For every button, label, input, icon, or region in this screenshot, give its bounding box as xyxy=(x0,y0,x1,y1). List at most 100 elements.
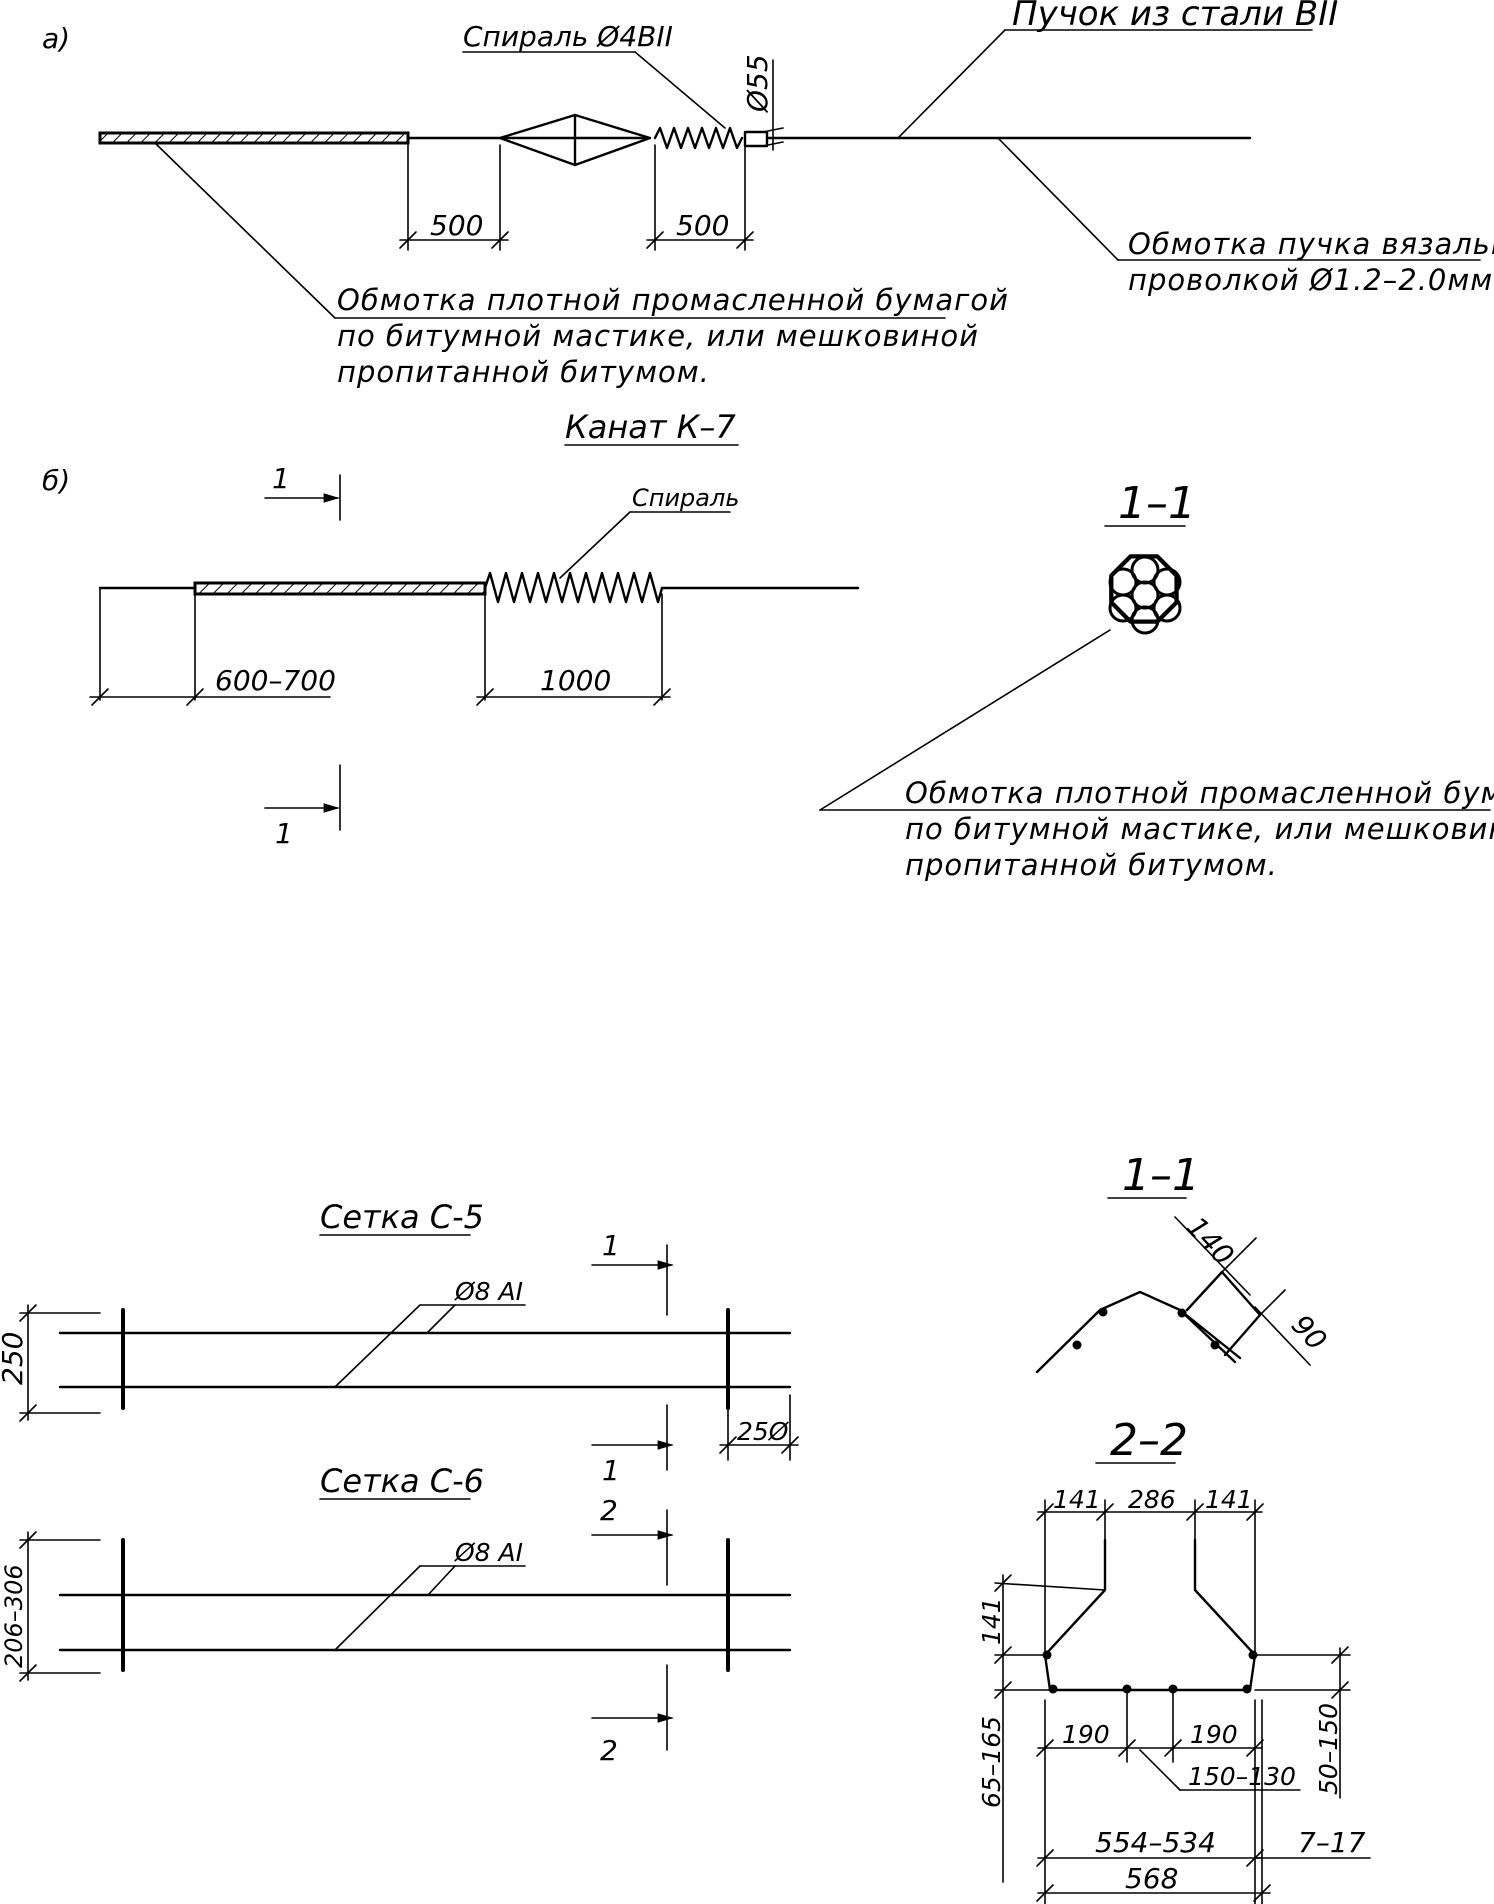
strand xyxy=(1108,593,1138,623)
mesh-c5-title: Сетка С-5 xyxy=(320,1198,484,1236)
sec2-right: 50–150 xyxy=(1314,1703,1343,1795)
paper-wrap-leader-a xyxy=(154,142,336,319)
sec2-left-tick1 xyxy=(994,1574,1012,1592)
c6-mark-top: 2 xyxy=(600,1494,618,1527)
c5-dim-height: 250 xyxy=(0,1332,29,1385)
strand xyxy=(1130,605,1160,635)
dim-tick-b2 xyxy=(186,688,204,706)
sec2-right-tick2 xyxy=(1331,1681,1349,1699)
c6-label-leader xyxy=(334,1565,421,1651)
dim-a2: 500 xyxy=(676,209,729,242)
mesh-section-2-profile xyxy=(1043,1538,1257,1692)
c5-dim-end: 25Ø xyxy=(737,1417,790,1446)
spiral-a xyxy=(653,126,744,150)
bundle-wrap-line1: Обмотка пучка вязальной xyxy=(1128,227,1494,261)
sec2-left-ext1 xyxy=(994,1582,1106,1591)
mesh-section-1-bars xyxy=(1072,1307,1220,1350)
sec2-left-lower: 65–165 xyxy=(977,1716,1006,1808)
strand xyxy=(1152,593,1182,623)
mesh-c5: Сетка С-5 Ø8 AI 250 25Ø 1 1 xyxy=(0,1198,799,1487)
dim-tick-a2 xyxy=(491,231,509,249)
sec2-inner-tick2 xyxy=(1118,1739,1136,1757)
sec2-inner-mid: 150–130 xyxy=(1188,1762,1296,1791)
sec2-top-tick1 xyxy=(1036,1503,1054,1521)
mesh-section-1-dim2-line xyxy=(1254,1306,1311,1366)
strand xyxy=(1108,567,1138,597)
c6-mark-bottom: 2 xyxy=(600,1734,618,1767)
sec2-inner-tick1 xyxy=(1036,1739,1054,1757)
rope-strands xyxy=(1108,555,1182,635)
mesh-section-1-box xyxy=(1185,1270,1262,1357)
sec2-left-upper: 141 xyxy=(977,1597,1006,1645)
dia-tick2 xyxy=(762,141,784,147)
sec2-top-mid: 286 xyxy=(1128,1485,1176,1514)
paper-wrap-hatch xyxy=(98,131,410,145)
rebar-dot xyxy=(1168,1684,1178,1694)
sec2-bottom-right: 7–17 xyxy=(1298,1826,1366,1859)
section-mark-bottom-num: 1 xyxy=(275,817,293,850)
c5-dim-tick1 xyxy=(19,1304,37,1322)
sec2-bottom-inner: 554–534 xyxy=(1095,1826,1216,1859)
bundle-wrap-line2: проволкой Ø1.2–2.0мм xyxy=(1128,263,1493,297)
c5-bar-label: Ø8 AI xyxy=(454,1277,523,1306)
paper-wrap-a-line3: пропитанной битумом. xyxy=(337,355,710,389)
dim-tick-b3 xyxy=(476,688,494,706)
dim-tick-a3 xyxy=(646,231,664,249)
strand xyxy=(1130,555,1160,585)
sec2-top-tick4 xyxy=(1246,1503,1264,1521)
dim-tick-b4 xyxy=(653,688,671,706)
paper-wrap-a-line2: по битумной мастике, или мешковиной xyxy=(337,319,979,353)
mesh-section-1-profile xyxy=(1035,1290,1242,1374)
spiral-a-label: Спираль Ø4BII xyxy=(463,20,673,53)
rope-section-title: 1–1 xyxy=(1118,478,1196,529)
c6-dim-tick2 xyxy=(19,1664,37,1682)
rope-section-octagon xyxy=(1109,554,1179,624)
rebar-dot xyxy=(1072,1340,1082,1350)
sec2-top-right: 141 xyxy=(1205,1485,1253,1514)
sec2-top-tick2 xyxy=(1096,1503,1114,1521)
detail-b-title: Канат К–7 xyxy=(565,408,736,446)
detail-b: Канат К–7 б) 1 Спираль 600–700 1000 1 xyxy=(42,408,1494,882)
detail-b-letter: б) xyxy=(42,464,70,497)
spiral-a-leader xyxy=(634,51,726,129)
mesh-section-1-dim1-line xyxy=(1174,1216,1251,1296)
dim-a1: 500 xyxy=(430,209,483,242)
dim-tick-b1 xyxy=(91,688,109,706)
bundle-label: Пучок из стали BII xyxy=(1012,0,1338,34)
spiral-b-label: Спираль xyxy=(632,484,739,512)
paper-wrap-leader-b xyxy=(819,629,1111,811)
sec2-top-tick3 xyxy=(1186,1503,1204,1521)
paper-wrap-a-line1: Обмотка плотной промасленной бумагой xyxy=(337,283,1009,317)
sec2-bottom-outer-tick1 xyxy=(1036,1884,1054,1902)
c6-label-leader2 xyxy=(427,1565,456,1596)
sec2-left-tick2 xyxy=(994,1646,1012,1664)
c6-bar-label: Ø8 AI xyxy=(454,1538,523,1567)
rebar-dot xyxy=(1048,1684,1058,1694)
sec2-inner-mid-leader xyxy=(1139,1749,1181,1791)
spiral-b xyxy=(483,571,664,604)
detail-a: а) Спираль Ø4BII Пучок из стали BII Ø55 xyxy=(42,0,1494,389)
mesh-section-1-dim2-ext xyxy=(1259,1289,1286,1316)
mesh-section-2-2: 2–2 141 286 141 141 xyxy=(977,1415,1371,1904)
mesh-section-1-1: 1–1 140 90 xyxy=(1035,1150,1333,1374)
paper-wrap-b-line1: Обмотка плотной промасленной бумагой xyxy=(905,776,1494,810)
sec2-inner-tick3 xyxy=(1164,1739,1182,1757)
bundle-wrap-leader xyxy=(997,137,1119,261)
mesh-section-1-title: 1–1 xyxy=(1122,1150,1200,1201)
c5-label-leader2 xyxy=(426,1304,456,1334)
sec2-inner-right: 190 xyxy=(1190,1720,1238,1749)
mesh-c6-title: Сетка С-6 xyxy=(320,1462,484,1500)
rebar-dot xyxy=(1177,1308,1187,1318)
sec2-bottom-outer: 568 xyxy=(1125,1862,1178,1895)
mesh-section-2-bars xyxy=(1042,1650,1258,1694)
rebar-dot xyxy=(1242,1684,1252,1694)
dim-b1: 600–700 xyxy=(215,664,336,697)
mesh-section-1-dim1-ext xyxy=(1221,1237,1257,1273)
dim-b2: 1000 xyxy=(540,664,611,697)
c5-dim-tick2 xyxy=(19,1404,37,1422)
c5-mark-bottom: 1 xyxy=(602,1454,620,1487)
bundle-leader xyxy=(897,29,1006,139)
c6-dim-tick1 xyxy=(19,1531,37,1549)
mesh-c6: Сетка С-6 Ø8 AI 206–306 2 2 xyxy=(0,1462,792,1767)
